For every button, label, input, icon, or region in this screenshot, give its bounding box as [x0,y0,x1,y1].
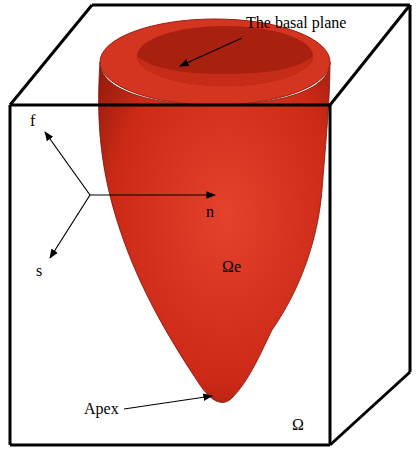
part-label: The basal plane [246,14,346,32]
axis-label: s [36,262,42,280]
region-label: Ωe [222,258,241,276]
axis-label: n [206,203,214,221]
part-label: Apex [84,400,119,418]
axis-label: f [30,112,35,130]
region-label: Ω [292,416,304,434]
